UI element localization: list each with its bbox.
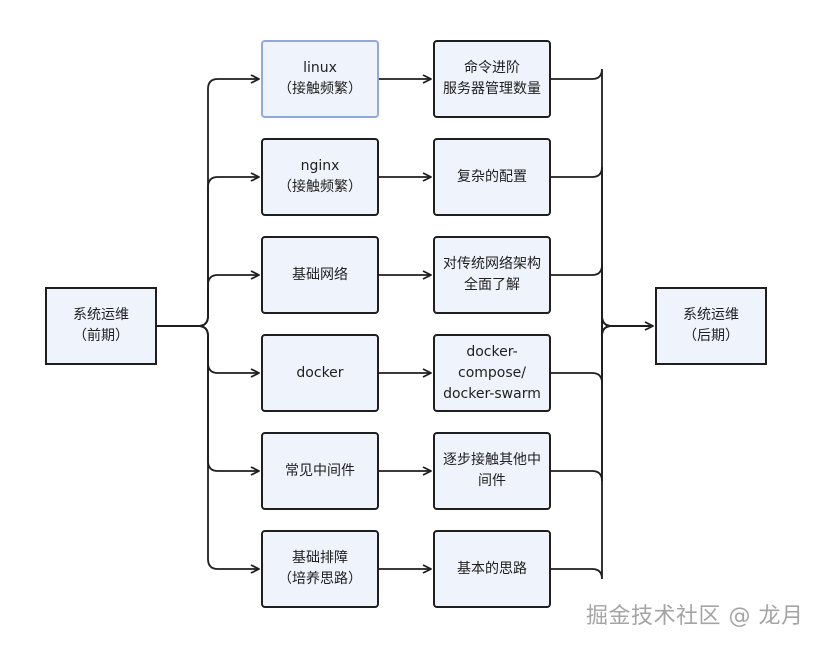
result-node-5: 逐步接触其他中间件 xyxy=(433,432,551,510)
node-ops-later-line2: （后期） xyxy=(683,328,739,344)
result-node-4-line2: compose/ xyxy=(458,364,526,381)
result-node-6: 基本的思路 xyxy=(433,530,551,608)
topic-node-1-line1: linux xyxy=(303,60,337,76)
topic-node-4-line1: docker xyxy=(296,364,344,381)
node-ops-later-line1: 系统运维 xyxy=(683,307,739,323)
topic-node-2-line1: nginx xyxy=(300,158,340,174)
result-node-4-line1: docker- xyxy=(466,343,518,360)
fanin-connector-6 xyxy=(551,315,653,580)
topic-node-1: linux （接触频繁） xyxy=(261,40,379,118)
topic-node-3: 基础网络 xyxy=(261,236,379,314)
result-node-3: 对传统网络架构全面了解 xyxy=(433,236,551,314)
node-ops-early-line2: （前期） xyxy=(73,328,129,344)
node-ops-early-line1: 系统运维 xyxy=(73,307,129,323)
fanout-connector-3 xyxy=(157,270,260,327)
result-node-2-line1: 复杂的配置 xyxy=(457,168,527,185)
topic-node-1-line2: （接触频繁） xyxy=(278,81,362,97)
topic-node-5-line1: 常见中间件 xyxy=(285,462,355,479)
result-node-1-line1: 命令进阶 xyxy=(464,60,520,76)
result-node-6-line1: 基本的思路 xyxy=(457,560,527,577)
result-node-3-line1: 对传统网络架构 xyxy=(443,256,541,272)
result-node-4-line3: docker-swarm xyxy=(443,385,541,402)
fanin-connector-3 xyxy=(551,264,653,337)
fanout-connector-6 xyxy=(157,325,260,574)
topic-node-3-line1: 基础网络 xyxy=(292,266,348,283)
topic-node-2-line2: （接触频繁） xyxy=(278,179,362,195)
node-ops-early: 系统运维 （前期） xyxy=(45,287,157,365)
topic-node-5: 常见中间件 xyxy=(261,432,379,510)
result-node-3-line2: 全面了解 xyxy=(464,277,520,293)
topic-node-2: nginx （接触频繁） xyxy=(261,138,379,216)
node-ops-later: 系统运维 （后期） xyxy=(655,287,767,365)
watermark: 掘金技术社区 @ 龙月 xyxy=(586,604,804,629)
result-node-5-line2: 间件 xyxy=(478,473,506,489)
result-node-5-line1: 逐步接触其他中 xyxy=(443,452,541,468)
result-node-1-line2: 服务器管理数量 xyxy=(443,81,541,97)
topic-node-6: 基础排障 （培养思路） xyxy=(261,530,379,608)
topic-node-4: docker xyxy=(261,334,379,412)
result-node-4: docker-compose/docker-swarm xyxy=(433,334,551,412)
topic-node-6-line2: （培养思路） xyxy=(278,571,362,587)
result-node-1: 命令进阶服务器管理数量 xyxy=(433,40,551,118)
result-node-2: 复杂的配置 xyxy=(433,138,551,216)
topic-node-6-line1: 基础排障 xyxy=(292,550,348,566)
